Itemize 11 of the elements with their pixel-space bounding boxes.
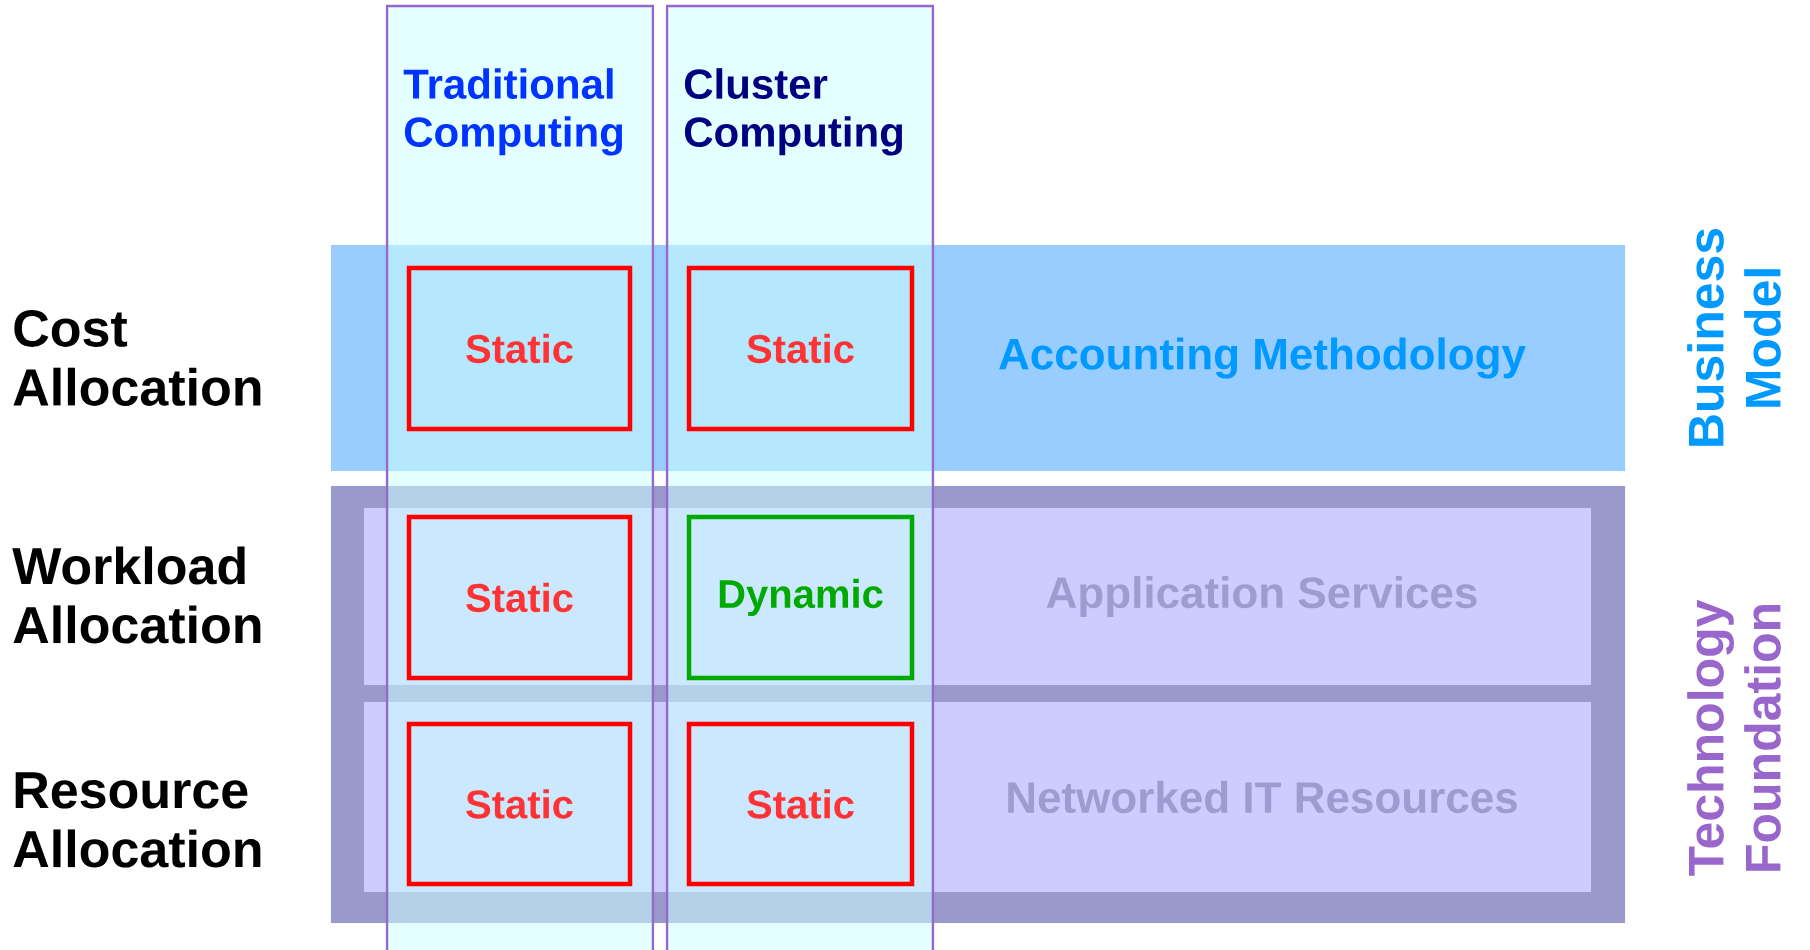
status-box: Static — [406, 514, 633, 681]
status-box: Static — [406, 265, 633, 432]
vertical-label: Business Model — [1687, 228, 1781, 446]
status-box: Static — [686, 265, 915, 432]
status-box: Static — [406, 721, 633, 887]
vertical-label: Technology Foundation — [1687, 599, 1781, 876]
row-label: Cost Allocation — [13, 310, 261, 406]
status-box: Dynamic — [686, 514, 915, 681]
status-box: Static — [686, 721, 915, 887]
row-label: Workload Allocation — [12, 546, 261, 644]
row-label: Resource Allocation — [13, 772, 261, 868]
